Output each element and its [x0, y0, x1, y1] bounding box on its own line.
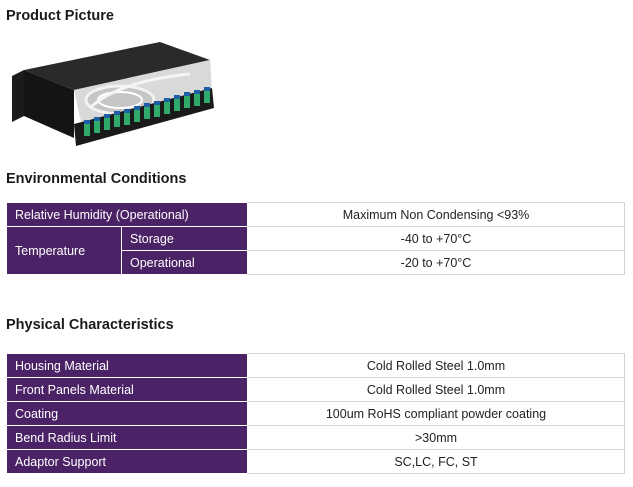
- table-row: Bend Radius Limit >30mm: [6, 425, 625, 450]
- table-row: Relative Humidity (Operational) Maximum …: [6, 202, 625, 227]
- housing-material-label: Housing Material: [6, 353, 248, 378]
- housing-material-value: Cold Rolled Steel 1.0mm: [247, 353, 625, 378]
- humidity-label: Relative Humidity (Operational): [6, 202, 248, 227]
- physical-characteristics-title: Physical Characteristics: [6, 317, 174, 333]
- coating-label: Coating: [6, 401, 248, 426]
- table-row: Temperature Storage -40 to +70°C: [6, 226, 625, 275]
- coating-value: 100um RoHS compliant powder coating: [247, 401, 625, 426]
- table-row: Front Panels Material Cold Rolled Steel …: [6, 377, 625, 402]
- humidity-value: Maximum Non Condensing <93%: [247, 202, 625, 227]
- front-panels-material-value: Cold Rolled Steel 1.0mm: [247, 377, 625, 402]
- bend-radius-limit-label: Bend Radius Limit: [6, 425, 248, 450]
- storage-label: Storage: [121, 226, 248, 251]
- bend-radius-limit-value: >30mm: [247, 425, 625, 450]
- fiber-patch-panel-image: [12, 42, 214, 146]
- product-picture-title: Product Picture: [6, 8, 114, 24]
- temperature-label: Temperature: [6, 226, 122, 275]
- front-panels-material-label: Front Panels Material: [6, 377, 248, 402]
- adaptor-support-value: SC,LC, FC, ST: [247, 449, 625, 474]
- operational-label: Operational: [121, 250, 248, 275]
- physical-table: Housing Material Cold Rolled Steel 1.0mm…: [6, 353, 625, 474]
- adaptor-support-label: Adaptor Support: [6, 449, 248, 474]
- table-row: Adaptor Support SC,LC, FC, ST: [6, 449, 625, 474]
- operational-value: -20 to +70°C: [247, 250, 625, 275]
- storage-value: -40 to +70°C: [247, 226, 625, 251]
- table-row: Operational -20 to +70°C: [7, 250, 625, 275]
- table-row: Housing Material Cold Rolled Steel 1.0mm: [6, 353, 625, 378]
- environmental-conditions-title: Environmental Conditions: [6, 171, 187, 187]
- environmental-table: Relative Humidity (Operational) Maximum …: [6, 202, 625, 275]
- table-row: Coating 100um RoHS compliant powder coat…: [6, 401, 625, 426]
